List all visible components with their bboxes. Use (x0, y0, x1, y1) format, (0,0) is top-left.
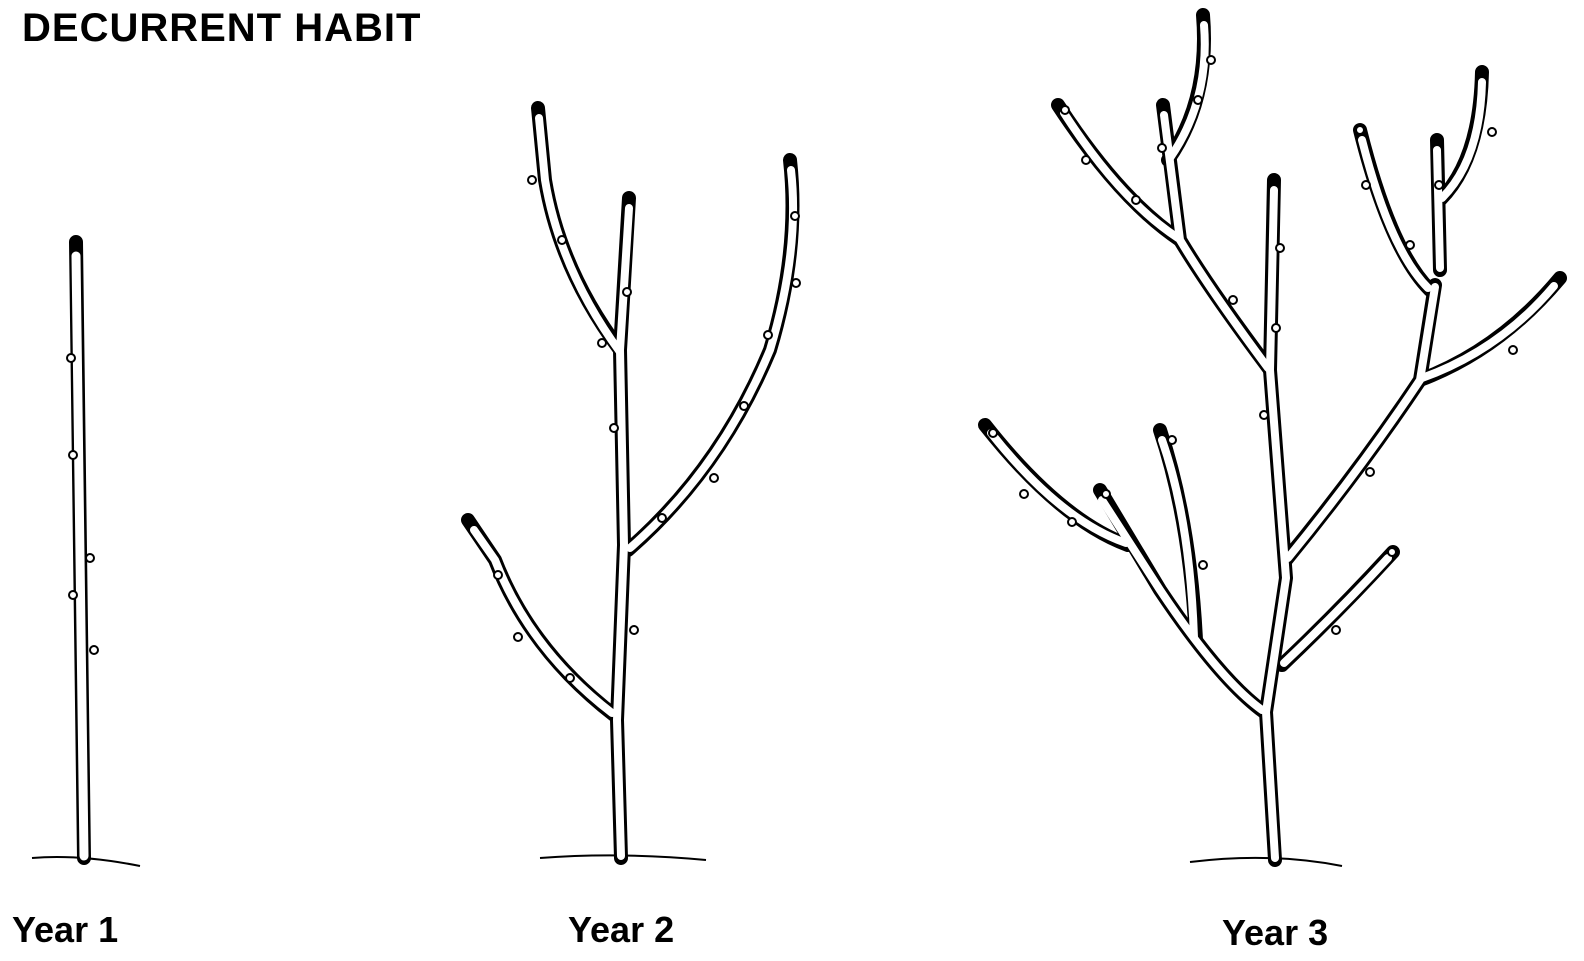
bud (1388, 548, 1396, 556)
ground-line-year3 (1190, 858, 1342, 866)
bud (1229, 296, 1237, 304)
bud (1082, 156, 1090, 164)
bud (764, 331, 772, 339)
label-year-3: Year 3 (1222, 915, 1328, 951)
bud (630, 626, 638, 634)
bud (1272, 324, 1280, 332)
label-year-1: Year 1 (12, 912, 118, 948)
bud (528, 176, 536, 184)
branch-left-sub-1 (985, 425, 1128, 545)
tree-year1 (32, 242, 140, 866)
tree-year3 (985, 15, 1560, 866)
bud (1276, 244, 1284, 252)
bud (1362, 181, 1370, 189)
bud (69, 591, 77, 599)
branch-right-sub-1 (1360, 130, 1430, 290)
bud (1332, 626, 1340, 634)
bud (1061, 106, 1069, 114)
bud (1132, 196, 1140, 204)
bud (791, 212, 799, 220)
bud (1199, 561, 1207, 569)
bud (710, 474, 718, 482)
bud (1158, 144, 1166, 152)
bud (598, 339, 606, 347)
branch-right-sub-4 (1420, 278, 1560, 380)
bud (1207, 56, 1215, 64)
branch-right-main (1286, 285, 1435, 560)
bud (90, 646, 98, 654)
bud (86, 554, 94, 562)
bud (623, 288, 631, 296)
bud (1168, 436, 1176, 444)
bud (658, 514, 666, 522)
bud (1356, 126, 1364, 134)
bud (989, 429, 997, 437)
bud (1102, 490, 1110, 498)
bud (1435, 181, 1443, 189)
bud (1020, 490, 1028, 498)
bud (514, 633, 522, 641)
bud (1260, 411, 1268, 419)
bud (1068, 518, 1076, 526)
tree-year2 (468, 108, 800, 860)
bud (740, 402, 748, 410)
bud (1194, 96, 1202, 104)
bud (1488, 128, 1496, 136)
label-year-2: Year 2 (568, 912, 674, 948)
bud (566, 674, 574, 682)
bud (558, 236, 566, 244)
bud (69, 451, 77, 459)
bud (1366, 468, 1374, 476)
bud (1406, 241, 1414, 249)
bud (494, 571, 502, 579)
bud (1509, 346, 1517, 354)
bud (67, 354, 75, 362)
branch-upper-left (538, 108, 620, 350)
bud (792, 279, 800, 287)
bud (610, 424, 618, 432)
